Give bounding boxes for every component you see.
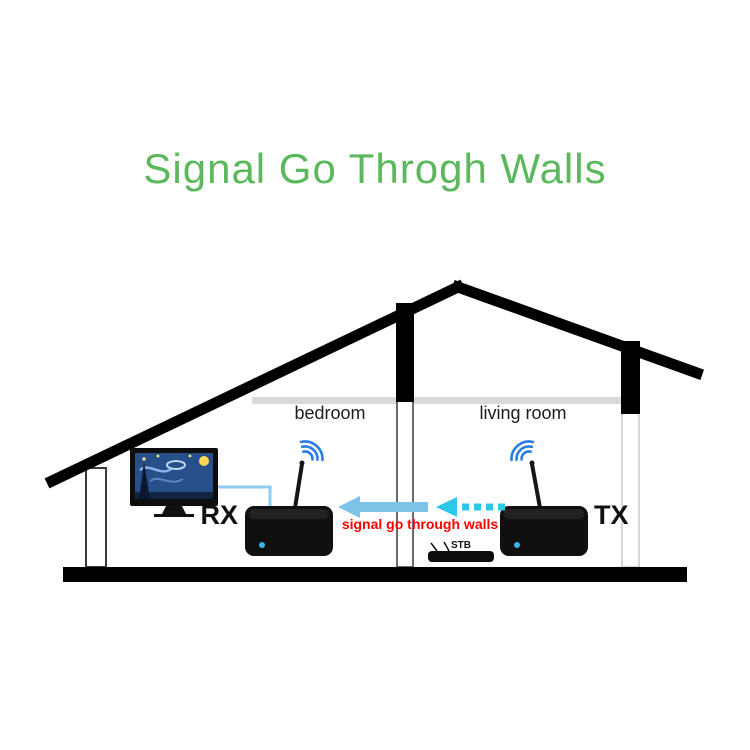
signal-annotation: signal go through walls — [342, 516, 499, 532]
living-room-label: living room — [479, 403, 566, 423]
stb-antenna-left — [430, 542, 438, 552]
bedroom-label: bedroom — [294, 403, 365, 423]
stb-box — [428, 551, 494, 562]
rx-device — [245, 440, 333, 556]
right-pillar — [621, 411, 640, 568]
stb-label: STB — [451, 540, 471, 551]
stb-device — [428, 541, 494, 562]
tv-rx-cable — [218, 485, 272, 507]
rx-antenna-tip — [299, 460, 305, 466]
rx-led — [259, 542, 265, 548]
tx-wifi-icon — [510, 440, 535, 462]
rx-antenna — [293, 462, 304, 510]
center-pillar — [396, 399, 414, 568]
page-title: Signal Go Throgh Walls — [143, 145, 607, 192]
signal-arrow-solid — [338, 496, 428, 518]
tx-box — [500, 506, 588, 556]
cypress-tree — [139, 462, 150, 499]
tx-device — [500, 440, 588, 556]
roof-right-slope — [450, 279, 705, 381]
rx-box — [245, 506, 333, 556]
moon — [199, 456, 209, 466]
tx-led — [514, 542, 520, 548]
rx-label: RX — [200, 500, 238, 530]
center-wall — [396, 303, 414, 402]
starry-night-painting — [135, 454, 213, 499]
roof-left-slope — [44, 279, 466, 489]
left-pillar — [85, 467, 107, 568]
rx-box-gloss — [249, 509, 329, 519]
signal-arrow-dashed-head — [436, 497, 457, 517]
tx-antenna-tip — [529, 460, 535, 466]
ceiling-line — [252, 397, 622, 404]
floor — [63, 567, 687, 582]
tv — [130, 448, 218, 517]
tx-box-gloss — [504, 509, 584, 519]
tv-stand — [162, 506, 186, 514]
tv-stand-base — [154, 514, 194, 517]
stb-antenna-right — [443, 541, 450, 552]
rx-wifi-icon — [299, 440, 324, 462]
tx-label: TX — [594, 500, 629, 530]
tx-antenna — [530, 462, 542, 510]
right-wall — [621, 341, 640, 414]
